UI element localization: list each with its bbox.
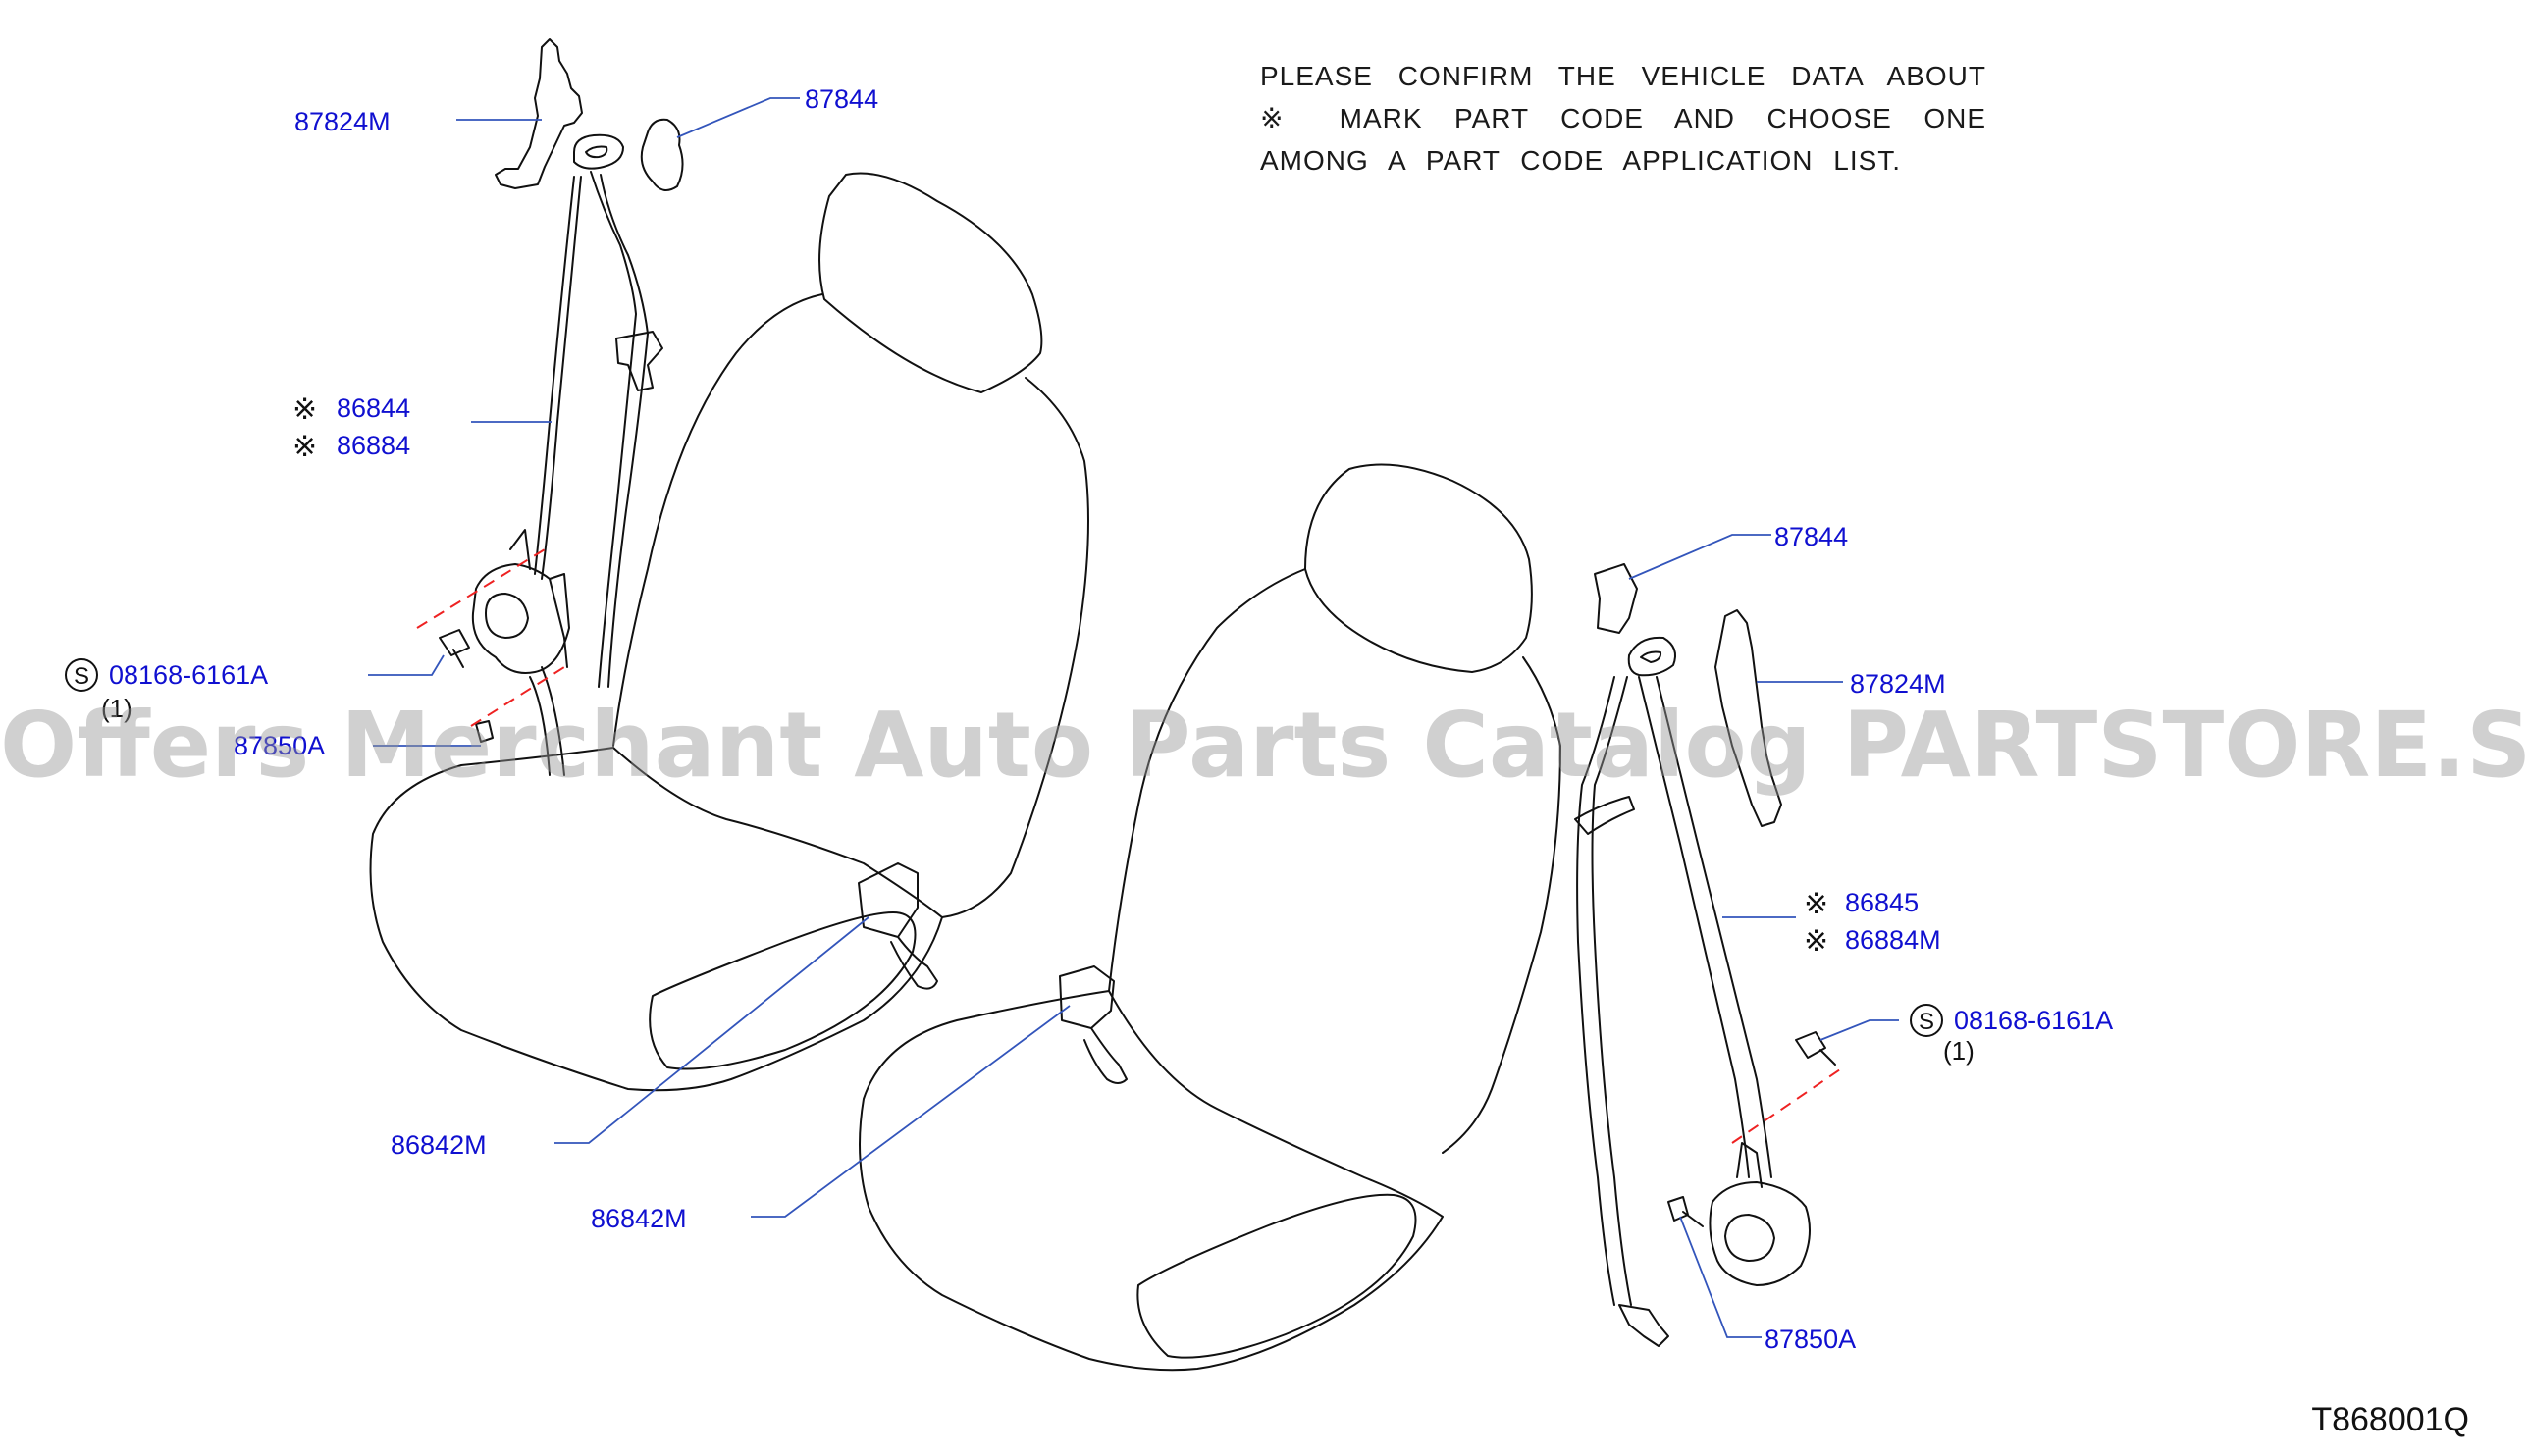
left-dash-upper	[416, 548, 546, 629]
right-guide-part	[1594, 563, 1638, 634]
left-s-symbol: S	[74, 663, 89, 690]
label-right-guide[interactable]: 87844	[1774, 522, 1848, 551]
label-right-belt-b[interactable]: 86884M	[1845, 925, 1941, 955]
leader-left-bolt	[368, 654, 445, 676]
right-s-symbol: S	[1919, 1009, 1934, 1035]
note-line-1: PLEASE CONFIRM THE VEHICLE DATA ABOUT	[1260, 61, 1986, 91]
left-seat	[369, 172, 1089, 1092]
left-headrest	[818, 172, 1043, 393]
leader-right-bolt-b	[1679, 1216, 1762, 1338]
label-right-bolt-b[interactable]: 87850A	[1765, 1325, 1856, 1354]
right-belt-clip	[1574, 796, 1635, 835]
leader-right-bolt	[1819, 1019, 1899, 1041]
note-line-2: ※ MARK PART CODE AND CHOOSE ONE	[1260, 103, 1986, 133]
left-belt-assembly	[439, 38, 938, 990]
leader-left-guide	[676, 97, 800, 138]
right-bolt-b-part	[1667, 1196, 1704, 1227]
label-right-upper-anchor[interactable]: 87824M	[1850, 669, 1946, 699]
note-line-3-text: AMONG A PART CODE APPLICATION LIST.	[1260, 145, 1902, 176]
right-seat	[859, 463, 1561, 1372]
left-bolt-b-part	[475, 720, 494, 743]
right-seatback	[1108, 568, 1561, 1154]
left-buckle-part	[858, 862, 938, 990]
label-left-bolt[interactable]: 08168-6161A	[109, 660, 268, 690]
leader-right-guide	[1628, 534, 1771, 580]
left-belt-strap	[534, 171, 649, 688]
left-upper-anchor-part	[495, 38, 583, 189]
left-s-circle	[65, 658, 98, 692]
star-icon: ※	[292, 431, 317, 463]
right-lower-anchor	[1618, 1304, 1669, 1347]
right-retractor-part	[1709, 1181, 1811, 1286]
right-cushion-front	[1136, 1193, 1417, 1359]
left-retractor-bracket	[509, 529, 568, 668]
star-icon: ※	[292, 393, 317, 426]
right-upper-anchor-part	[1714, 609, 1782, 827]
drawing-code: T868001Q	[2311, 1401, 2469, 1438]
right-cushion	[859, 990, 1444, 1372]
label-left-upper-anchor[interactable]: 87824M	[294, 107, 391, 136]
label-left-buckle[interactable]: 86842M	[391, 1130, 487, 1160]
right-retractor-bracket	[1736, 1142, 1763, 1188]
label-left-bolt-b[interactable]: 87850A	[234, 731, 325, 760]
left-d-ring	[573, 133, 624, 170]
label-left-belt-a[interactable]: 86844	[337, 393, 410, 423]
right-headrest	[1304, 463, 1533, 673]
star-icon: ※	[1804, 925, 1828, 958]
right-s-circle	[1910, 1004, 1943, 1037]
left-bolt-part	[439, 629, 470, 668]
label-right-bolt[interactable]: 08168-6161A	[1954, 1006, 2113, 1035]
label-left-guide[interactable]: 87844	[805, 84, 878, 114]
left-belt-lower	[529, 666, 565, 776]
left-guide-part	[640, 118, 684, 191]
left-cushion	[369, 747, 943, 1092]
right-d-ring	[1627, 636, 1676, 677]
left-belt-clip	[615, 331, 663, 391]
star-icon: ※	[1804, 888, 1828, 920]
label-right-belt-a[interactable]: 86845	[1845, 888, 1919, 917]
right-belt-strap	[1576, 676, 1772, 1306]
right-bolt-qty: (1)	[1943, 1036, 1975, 1066]
right-belt-assembly	[1059, 563, 1836, 1347]
label-left-belt-b[interactable]: 86884	[337, 431, 410, 460]
right-buckle-part	[1059, 965, 1128, 1084]
leader-left-buckle	[554, 916, 869, 1144]
label-right-buckle[interactable]: 86842M	[591, 1204, 687, 1233]
left-seatback	[612, 293, 1089, 918]
note-line-3: AMONG A PART CODE APPLICATION LIST.	[1260, 139, 1986, 182]
left-bolt-qty: (1)	[101, 694, 132, 723]
confirmation-note: PLEASE CONFIRM THE VEHICLE DATA ABOUT ※ …	[1260, 55, 1986, 182]
left-cushion-front	[649, 911, 917, 1070]
right-dash	[1731, 1068, 1841, 1144]
leader-right-buckle	[751, 1005, 1071, 1218]
right-bolt-part	[1795, 1031, 1836, 1066]
left-retractor-part	[471, 563, 570, 674]
